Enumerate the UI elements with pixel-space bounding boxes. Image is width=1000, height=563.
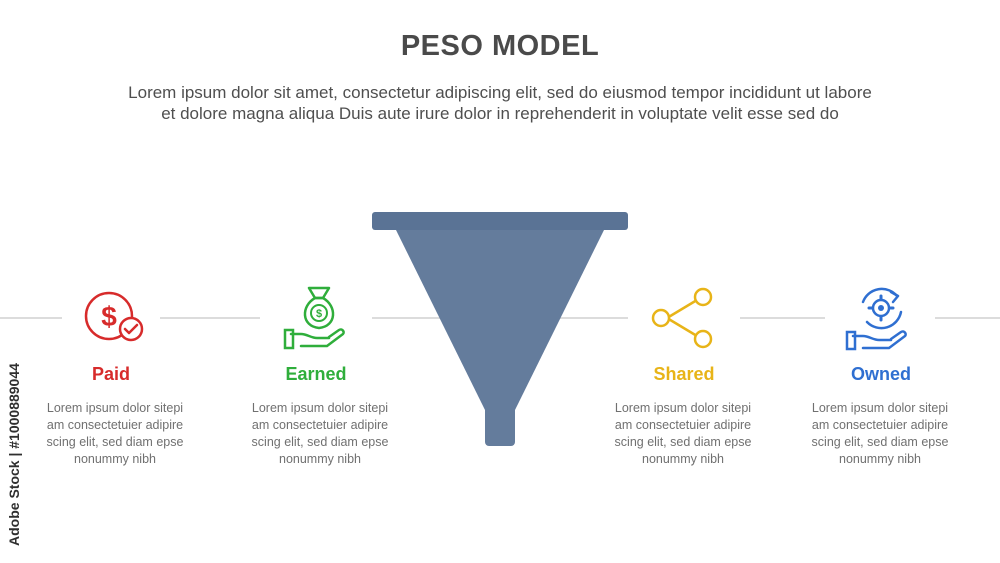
desc-line: nonummy nibh [74, 452, 156, 466]
connector-line-4 [740, 317, 825, 319]
svg-text:$: $ [101, 301, 117, 332]
label-paid: Paid [91, 364, 130, 384]
paid-icon-wrap: $ [71, 284, 151, 354]
desc-earned: Lorem ipsum dolor sitepi am consectetuie… [240, 400, 400, 468]
desc-line: scing elit, sed diam epse [251, 435, 389, 449]
earned-icon-wrap: $ [279, 282, 359, 352]
connector-line-2 [372, 317, 462, 319]
stock-watermark: Adobe Stock | #1000889044 [6, 363, 22, 546]
desc-line: am consectetuier adipire [46, 418, 184, 432]
svg-text:$: $ [316, 308, 322, 320]
desc-line: Lorem ipsum dolor sitepi [46, 401, 184, 415]
funnel-cone [396, 230, 604, 410]
desc-line: am consectetuier adipire [614, 418, 752, 432]
desc-line: nonummy nibh [279, 452, 361, 466]
funnel-graphic [372, 212, 628, 446]
label-earned: Earned [285, 364, 347, 384]
desc-line: scing elit, sed diam epse [614, 435, 752, 449]
desc-line: Lorem ipsum dolor sitepi [614, 401, 752, 415]
desc-line: Lorem ipsum dolor sitepi [251, 401, 389, 415]
desc-shared: Lorem ipsum dolor sitepi am consectetuie… [603, 400, 763, 468]
label-owned: Owned [850, 364, 911, 384]
connector-line-left-edge [0, 317, 62, 319]
connector-line-1 [160, 317, 260, 319]
desc-line: scing elit, sed diam epse [811, 435, 949, 449]
page-title: PESO MODEL [400, 30, 600, 62]
desc-line: scing elit, sed diam epse [46, 435, 184, 449]
dollar-check-icon: $ [84, 291, 144, 342]
owned-icon-wrap [841, 282, 921, 352]
desc-line: Lorem ipsum dolor sitepi [811, 401, 949, 415]
connector-line-right-edge [935, 317, 1000, 319]
money-bag-hand-icon: $ [283, 286, 345, 350]
label-shared: Shared [653, 364, 715, 384]
connector-line-3 [538, 317, 628, 319]
subtitle-line-2: et dolore magna aliqua Duis aute irure d… [161, 104, 839, 123]
desc-line: nonummy nibh [642, 452, 724, 466]
page-subtitle: Lorem ipsum dolor sit amet, consectetur … [40, 82, 960, 124]
desc-owned: Lorem ipsum dolor sitepi am consectetuie… [800, 400, 960, 468]
subtitle-line-1: Lorem ipsum dolor sit amet, consectetur … [128, 83, 872, 102]
funnel-spout [485, 406, 515, 446]
desc-paid: Lorem ipsum dolor sitepi am consectetuie… [35, 400, 195, 468]
desc-line: nonummy nibh [839, 452, 921, 466]
funnel-rim [372, 212, 628, 230]
share-icon [651, 287, 713, 349]
desc-line: am consectetuier adipire [251, 418, 389, 432]
desc-line: am consectetuier adipire [811, 418, 949, 432]
gear-hand-icon [845, 287, 907, 351]
shared-icon-wrap [643, 284, 723, 354]
